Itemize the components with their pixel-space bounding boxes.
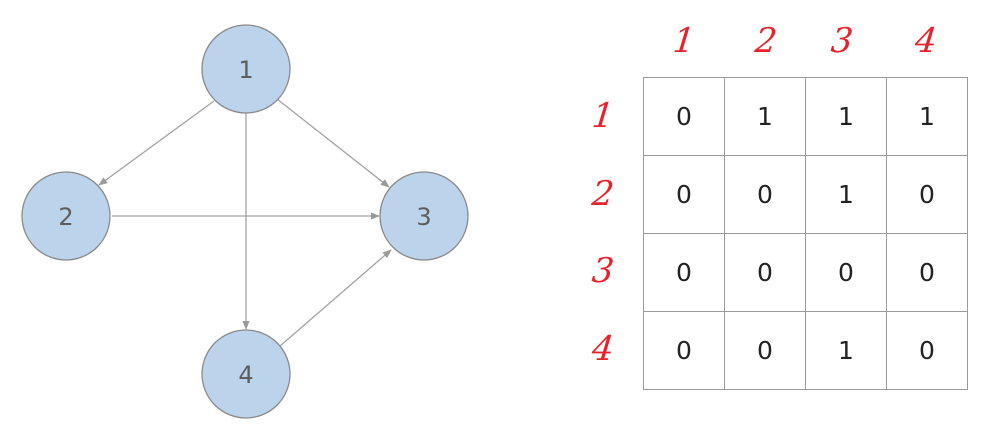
edge-1-to-2 — [98, 100, 215, 186]
adjacency-matrix: 0 1 1 1 0 0 1 0 0 0 0 0 0 0 1 0 — [643, 77, 968, 390]
matrix-cell: 0 — [643, 233, 725, 312]
graph-node-label: 2 — [58, 203, 73, 231]
graph-node-label: 3 — [416, 203, 431, 231]
matrix-cell: 0 — [643, 155, 725, 234]
matrix-cell: 0 — [886, 311, 968, 390]
matrix-row-2: 0 0 1 0 — [643, 155, 968, 234]
matrix-cell: 0 — [724, 155, 806, 234]
graph-node-label: 1 — [238, 56, 253, 84]
matrix-cell: 0 — [886, 233, 968, 312]
graph-node-2: 2 — [21, 171, 111, 261]
column-header-1: 1 — [671, 21, 697, 61]
matrix-cell: 0 — [643, 77, 725, 156]
matrix-cell: 0 — [724, 233, 806, 312]
column-header-4: 4 — [913, 21, 939, 61]
graph-node-label: 4 — [238, 361, 253, 389]
matrix-cell: 0 — [805, 233, 887, 312]
column-header-3: 3 — [829, 21, 855, 61]
row-header-3: 3 — [590, 251, 616, 291]
matrix-cell: 1 — [886, 77, 968, 156]
matrix-cell: 0 — [724, 311, 806, 390]
row-header-1: 1 — [590, 96, 616, 136]
matrix-cell: 1 — [805, 77, 887, 156]
matrix-row-3: 0 0 0 0 — [643, 233, 968, 312]
matrix-cell: 1 — [805, 311, 887, 390]
matrix-cell: 1 — [724, 77, 806, 156]
matrix-cell: 0 — [886, 155, 968, 234]
graph-node-1: 1 — [201, 24, 291, 114]
matrix-cell: 0 — [643, 311, 725, 390]
graph-node-3: 3 — [379, 171, 469, 261]
graph-node-4: 4 — [201, 329, 291, 419]
matrix-row-4: 0 0 1 0 — [643, 311, 968, 390]
directed-graph: 1 2 3 4 — [21, 24, 469, 419]
edge-1-to-3 — [276, 98, 390, 188]
column-header-2: 2 — [753, 21, 779, 61]
matrix-row-1: 0 1 1 1 — [643, 77, 968, 156]
row-header-2: 2 — [590, 174, 616, 214]
row-header-4: 4 — [590, 329, 616, 369]
edge-4-to-3 — [279, 249, 392, 347]
matrix-cell: 1 — [805, 155, 887, 234]
